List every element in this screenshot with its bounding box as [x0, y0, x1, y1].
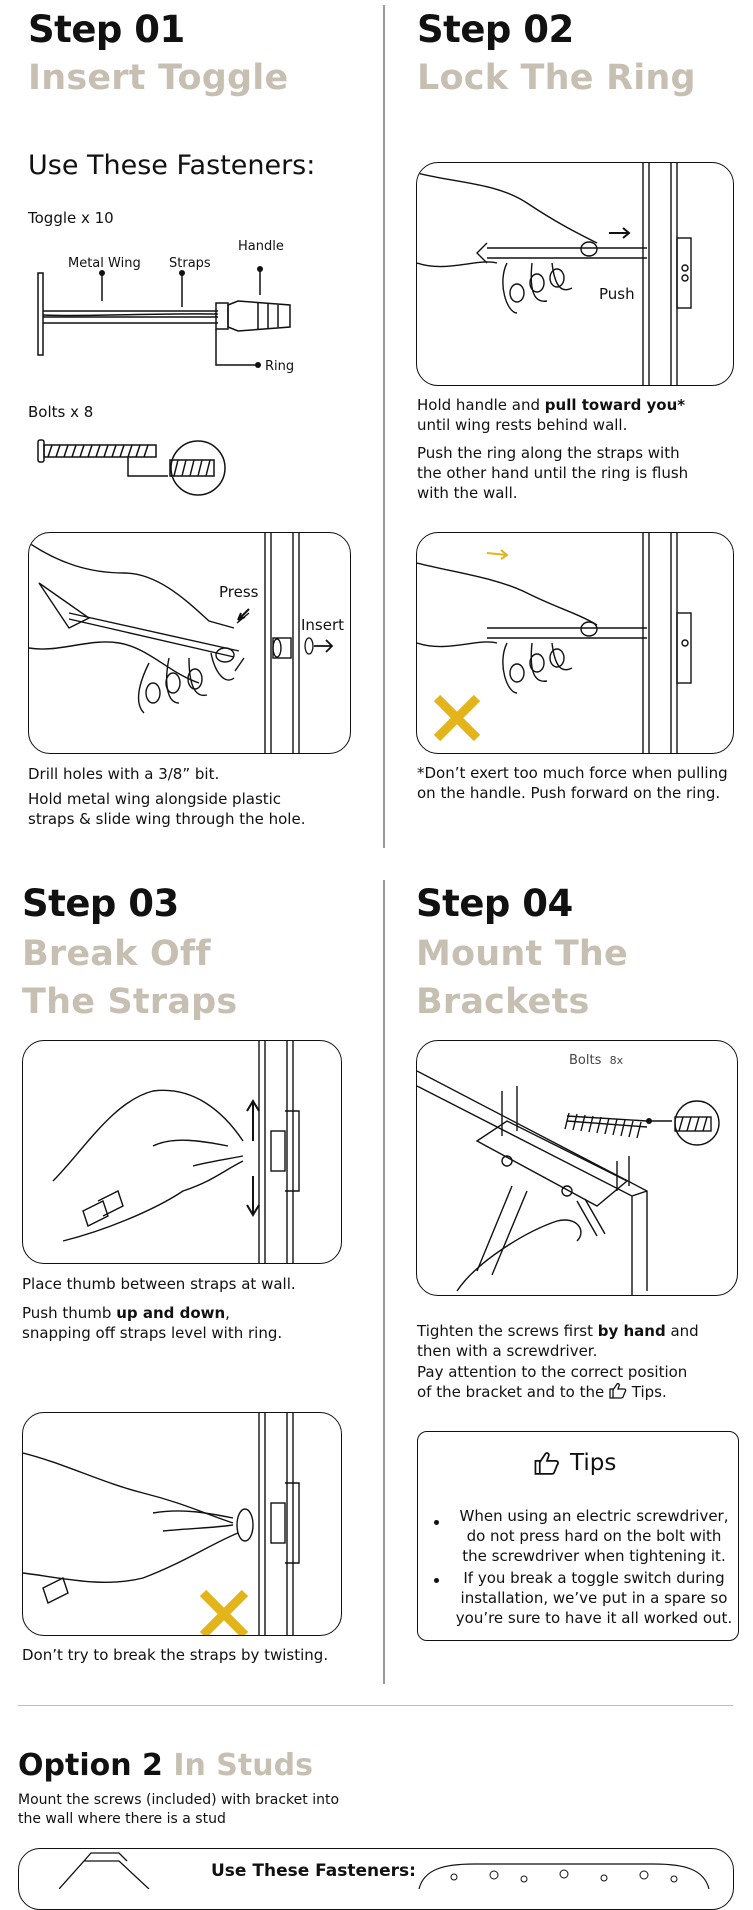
- step2-text-push-b: the other hand until the ring is flush: [417, 464, 689, 482]
- step2-title: Step 02: [417, 8, 574, 51]
- tip-item-2: If you break a toggle switch during inst…: [434, 1568, 734, 1628]
- step3-text-place: Place thumb between straps at wall.: [22, 1275, 296, 1293]
- screws-illustration: [418, 1863, 710, 1889]
- step2-text-push-a: Push the ring along the straps with: [417, 444, 680, 462]
- step2-text-hold-a: Hold handle and pull toward you*: [417, 396, 686, 414]
- step2-text-push-c: with the wall.: [417, 484, 518, 502]
- step2-illustration-panel-1: Push: [416, 162, 734, 386]
- bracket-mount-illustration: [417, 1070, 720, 1295]
- option2-fasteners-heading: Use These Fasteners:: [211, 1861, 416, 1881]
- bullet: [434, 1578, 439, 1583]
- bolts-panel-label: Bolts 8x: [569, 1053, 624, 1068]
- option2-panel: Use These Fasteners:: [18, 1848, 734, 1910]
- tip-1-line-1: When using an electric screwdriver,: [459, 1507, 729, 1525]
- stud-illustration: [59, 1852, 150, 1889]
- hand-insert-illustration: [29, 533, 334, 753]
- step1-illustration-panel: Press Insert: [28, 532, 351, 754]
- column-divider-top: [383, 5, 385, 848]
- bolts-count-label: Bolts x 8: [28, 403, 94, 421]
- step1-text-hold-b: straps & slide wing through the hole.: [28, 810, 306, 828]
- tips-header: Tips: [534, 1450, 616, 1476]
- option2-desc-a: Mount the screws (included) with bracket…: [18, 1792, 340, 1808]
- step4-title: Step 04: [416, 882, 573, 925]
- wrong-x-icon-2: [199, 1589, 249, 1635]
- column-divider-bottom: [383, 880, 385, 1684]
- step1-text-hold-a: Hold metal wing alongside plastic: [28, 790, 282, 808]
- step3-subtitle-1: Break Off: [22, 934, 211, 974]
- step2-note-a: *Don’t exert too much force when pulling: [417, 764, 728, 782]
- push-label: Push: [599, 285, 635, 303]
- step3-text-push-b: snapping off straps level with ring.: [22, 1324, 283, 1342]
- step3-title: Step 03: [22, 882, 179, 925]
- tip-2-line-1: If you break a toggle switch during: [463, 1569, 725, 1587]
- step3-text-push-a: Push thumb up and down,: [22, 1304, 230, 1322]
- step4-text-attention-a: Pay attention to the correct position: [417, 1363, 688, 1381]
- hand-wrong-pull-illustration: [417, 533, 692, 753]
- step3-text-dont: Don’t try to break the straps by twistin…: [22, 1646, 329, 1664]
- thumbs-up-icon: [609, 1382, 627, 1399]
- toggle-count-label: Toggle x 10: [28, 209, 114, 227]
- toggle-fastener-diagram: [37, 266, 291, 368]
- fasteners-heading: Use These Fasteners:: [28, 150, 316, 181]
- bolt-diagram: [37, 439, 226, 496]
- tips-title: Tips: [570, 1450, 617, 1476]
- step4-text-tighten-a: Tighten the screws first by hand and: [417, 1322, 699, 1340]
- step4-illustration-panel: Bolts 8x: [416, 1040, 738, 1296]
- step4-subtitle-2: Brackets: [416, 982, 590, 1022]
- hand-twist-illustration: [23, 1413, 300, 1635]
- press-label: Press: [219, 583, 259, 601]
- option2-title: Option 2 In Studs: [18, 1748, 313, 1783]
- step3-illustration-panel-1: [22, 1040, 342, 1264]
- step2-note-b: on the handle. Push forward on the ring.: [417, 784, 721, 802]
- step2-subtitle: Lock The Ring: [417, 58, 696, 98]
- tip-1-line-3: the screwdriver when tightening it.: [462, 1547, 726, 1565]
- hand-snap-illustration: [52, 1041, 300, 1263]
- step1-subtitle: Insert Toggle: [28, 58, 289, 98]
- step4-subtitle-1: Mount The: [416, 934, 628, 974]
- step3-illustration-panel-2: [22, 1412, 342, 1636]
- label-metal-wing: Metal Wing: [68, 256, 141, 271]
- step2-text-hold-b: until wing rests behind wall.: [417, 416, 628, 434]
- tip-1-line-2: do not press hard on the bolt with: [466, 1527, 722, 1545]
- tips-box: Tips When using an electric screwdriver,…: [417, 1431, 739, 1641]
- section-divider: [18, 1705, 733, 1706]
- hand-pull-illustration: [417, 163, 692, 385]
- wrong-x-icon: [433, 694, 481, 742]
- step4-text-tighten-b: then with a screwdriver.: [417, 1342, 598, 1360]
- step1-title: Step 01: [28, 8, 185, 51]
- step1-text-drill: Drill holes with a 3/8” bit.: [28, 765, 220, 783]
- step3-subtitle-2: The Straps: [22, 982, 238, 1022]
- thumbs-up-icon: [534, 1452, 559, 1475]
- option2-desc-b: the wall where there is a stud: [18, 1811, 226, 1827]
- label-handle: Handle: [238, 239, 284, 254]
- insert-label: Insert: [301, 616, 345, 634]
- tip-2-line-3: you’re sure to have it all worked out.: [455, 1609, 733, 1627]
- tip-2-line-2: installation, we’ve put in a spare so: [460, 1589, 728, 1607]
- label-ring: Ring: [265, 359, 295, 374]
- bullet: [434, 1520, 439, 1525]
- step4-text-attention-b: of the bracket and to the Tips.: [417, 1382, 667, 1401]
- tip-item-1: When using an electric screwdriver, do n…: [434, 1506, 734, 1566]
- label-straps: Straps: [169, 256, 211, 271]
- step2-illustration-panel-2: [416, 532, 734, 754]
